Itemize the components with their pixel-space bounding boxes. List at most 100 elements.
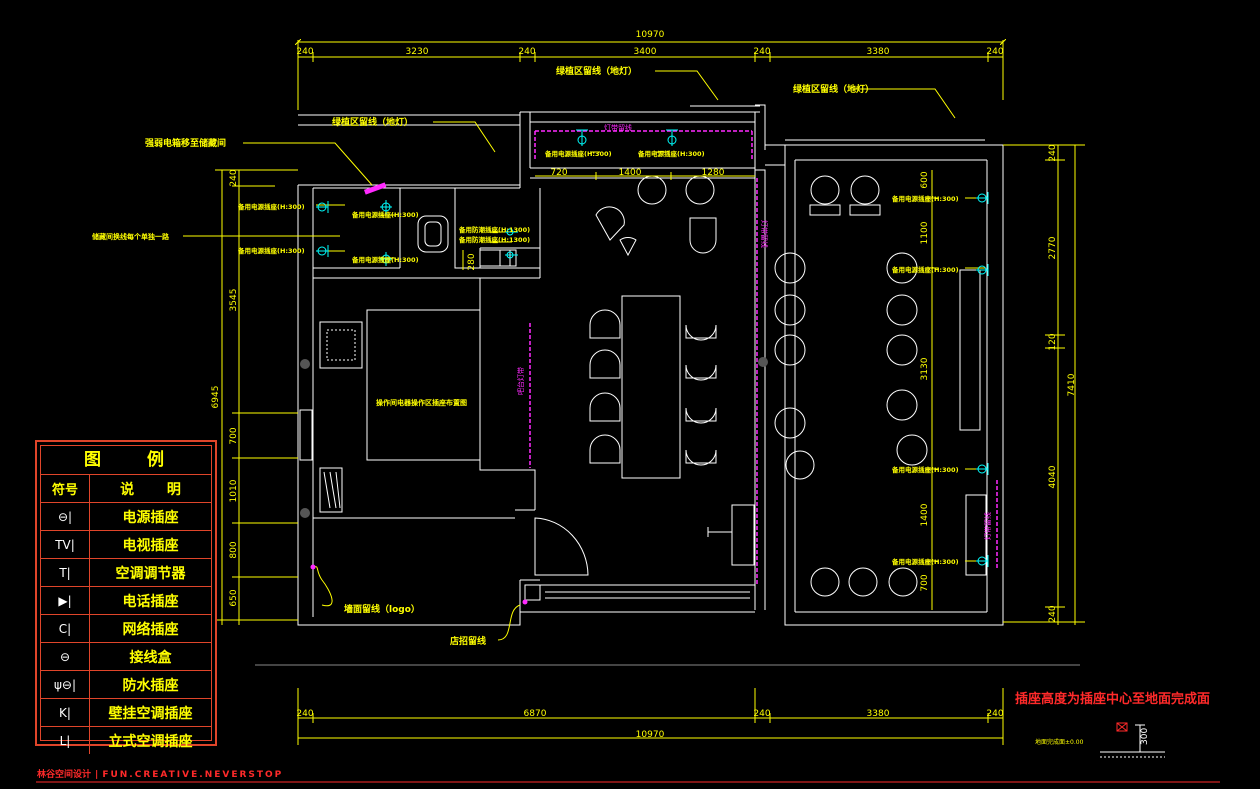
legend-row: K| 壁挂空调插座 xyxy=(41,699,211,727)
socket-symbols xyxy=(316,129,989,567)
label-wall-logo: 墙面留线（logo） xyxy=(344,603,420,615)
pink-annotation-text: 灯带留线 吧台灯带 灯带留线 灯带留线 xyxy=(516,123,992,540)
socket-water-2 xyxy=(505,251,518,259)
legend-row: ⊖接线盒 xyxy=(41,643,211,671)
socket-top-1 xyxy=(576,129,588,146)
socket-label: 备用防潮插座(H:1300) xyxy=(458,235,530,244)
tv-socket-icon: TV| xyxy=(41,531,90,558)
floor-ac-socket-icon: L| xyxy=(41,727,90,754)
footer-brand: 林谷空间设计 xyxy=(37,770,92,780)
level-value: 300 xyxy=(1140,728,1150,745)
dim-right-inner: 1400 xyxy=(920,503,930,526)
legend-row: ⊖| 电源插座 xyxy=(41,503,211,531)
dim-bottom-seg: 240 xyxy=(753,709,770,719)
network-socket-icon: C| xyxy=(41,615,90,642)
legend-row: T|空调调节器 xyxy=(41,559,211,587)
dim-top-seg: 3230 xyxy=(406,47,429,57)
legend-label: 接线盒 xyxy=(129,649,172,666)
phone-socket-icon: ▶| xyxy=(41,587,90,614)
label-green-zone: 绿植区留线（地灯） xyxy=(556,65,637,77)
wall-ac-socket-icon: K| xyxy=(41,699,90,726)
dim-right-inner: 1100 xyxy=(920,221,930,244)
level-note: 地面完成面±0.00 xyxy=(1035,738,1084,746)
dim-bottom-total: 10970 xyxy=(636,730,665,740)
socket-label: 备用电源插座(H:300) xyxy=(891,265,959,274)
dim-bottom-seg: 6870 xyxy=(524,709,547,719)
dim-left-total: 6945 xyxy=(211,386,221,409)
label-kitchen: 操作间电器操作区插座布置图 xyxy=(376,398,467,407)
socket-water-1 xyxy=(505,228,518,236)
socket-label: 备用电源插座(H:300) xyxy=(891,194,959,203)
legend-label: 电源插座 xyxy=(122,509,179,526)
dim-bottom-seg: 3380 xyxy=(867,709,890,719)
dim-top-seg: 240 xyxy=(518,47,535,57)
dim-right-seg: 120 xyxy=(1048,333,1058,350)
lighting-lines xyxy=(529,130,998,585)
socket-height-note: 插座高度为插座中心至地面完成面 xyxy=(1015,692,1211,707)
legend-row: C|网络插座 xyxy=(41,615,211,643)
dim-left-seg: 800 xyxy=(229,541,239,558)
label-strip: 灯带留线 xyxy=(983,512,992,540)
legend-row: ▶|电话插座 xyxy=(41,587,211,615)
footer-slogan: FUN.CREATIVE.NEVERSTOP xyxy=(102,770,284,780)
legend-col-symbol: 符号 xyxy=(41,475,90,502)
socket-right-3 xyxy=(976,463,989,475)
legend-header-row: 符号 说 明 xyxy=(41,475,211,503)
dim-top-seg: 240 xyxy=(753,47,770,57)
ac-controller-icon: T| xyxy=(41,559,90,586)
socket-label: 备用电源插座(H:300) xyxy=(891,557,959,566)
wall-markers xyxy=(300,357,768,518)
legend-row: L| 立式空调插座 xyxy=(41,727,211,754)
dim-inner-top: 1400 xyxy=(619,168,642,178)
dim-left-seg: 1010 xyxy=(229,479,239,502)
dim-right-seg: 4040 xyxy=(1048,465,1058,488)
dimension-text: 10970 240 3230 240 3400 240 3380 240 240… xyxy=(211,30,1077,740)
legend-label: 防水插座 xyxy=(122,677,179,694)
dim-right-seg: 2770 xyxy=(1048,236,1058,259)
label-weak-box: 强弱电箱移至储藏间 xyxy=(145,137,226,149)
walls xyxy=(297,104,1004,626)
socket-label: 备用电源插座(H:300) xyxy=(237,246,305,255)
dim-left-seg: 650 xyxy=(229,589,239,606)
label-storage: 储藏间换线每个单独一路 xyxy=(91,232,170,241)
socket-store-2 xyxy=(380,252,392,266)
dim-inner-top: 720 xyxy=(550,168,567,178)
legend-row: ψ⊖|防水插座 xyxy=(41,671,211,699)
dim-right-inner: 700 xyxy=(920,574,930,591)
socket-label: 备用防潮插座(H:1300) xyxy=(458,225,530,234)
socket-right-4 xyxy=(976,555,989,567)
dim-right-total: 7410 xyxy=(1067,373,1077,396)
socket-left-1 xyxy=(316,201,329,213)
legend-label: 立式空调插座 xyxy=(108,733,193,750)
dim-top-seg: 3400 xyxy=(634,47,657,57)
legend-label: 电视插座 xyxy=(122,537,179,554)
socket-store-1 xyxy=(380,200,392,214)
dim-left-seg: 240 xyxy=(229,169,239,186)
dim-right-seg: 240 xyxy=(1048,605,1058,622)
label-top-strip: 灯带留线 xyxy=(604,123,632,132)
legend-col-desc: 说 明 xyxy=(120,481,195,498)
legend-row: TV| 电视插座 xyxy=(41,531,211,559)
socket-label: 备用电源插座(H:300) xyxy=(237,202,305,211)
label-bar-strip: 吧台灯带 xyxy=(516,367,525,395)
leader-lines xyxy=(183,70,985,641)
legend-title: 图 例 xyxy=(41,446,211,475)
dim-right-inner: 3130 xyxy=(920,357,930,380)
socket-right-2 xyxy=(976,264,989,276)
power-socket-icon: ⊖| xyxy=(41,503,90,530)
footer: 林谷空间设计|FUN.CREATIVE.NEVERSTOP xyxy=(37,770,284,780)
annotation-text: 绿植区留线（地灯） 绿植区留线（地灯） 绿植区留线（地灯） 强弱电箱移至储藏间 … xyxy=(91,65,874,647)
dim-top-total: 10970 xyxy=(636,30,665,40)
legend-label: 壁挂空调插座 xyxy=(108,705,193,722)
socket-left-2 xyxy=(316,245,329,257)
socket-right-1 xyxy=(976,192,989,204)
label-green-zone: 绿植区留线（地灯） xyxy=(793,83,874,95)
level-marker xyxy=(1100,722,1165,758)
dim-bottom-seg: 240 xyxy=(296,709,313,719)
dim-right-seg: 240 xyxy=(1048,144,1058,161)
chairs-left-table xyxy=(589,309,717,466)
socket-label: 备用电源插座(H:300) xyxy=(637,149,705,158)
socket-top-2 xyxy=(666,129,678,146)
